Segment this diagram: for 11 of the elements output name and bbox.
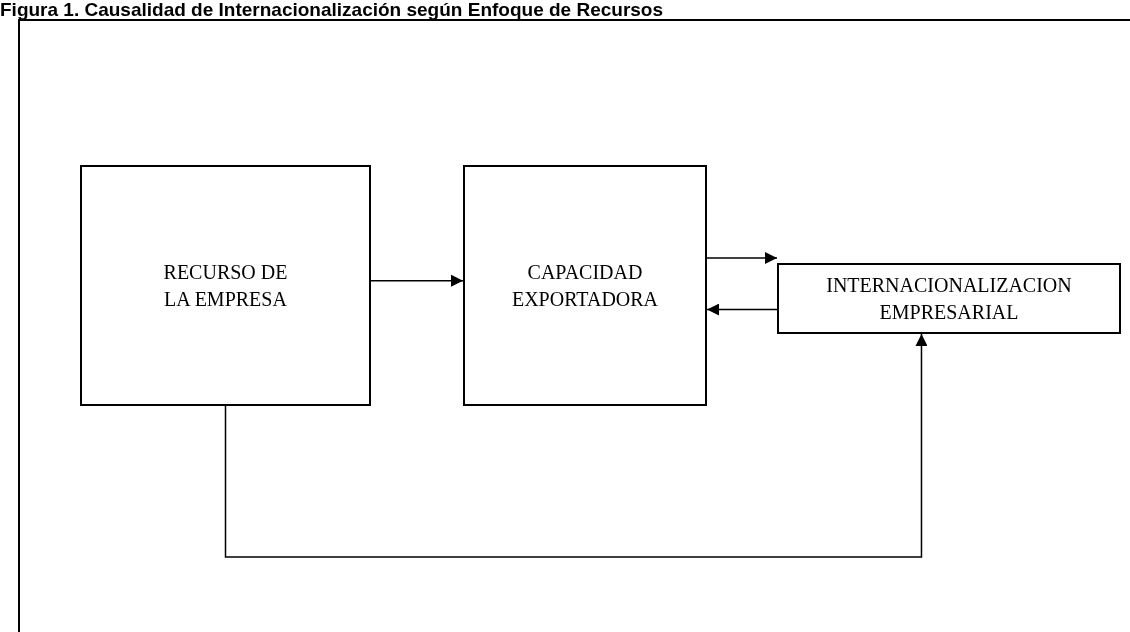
box-label: RECURSO DE LA EMPRESA: [162, 259, 289, 312]
arrow: [706, 252, 778, 264]
process-box: [777, 263, 1121, 334]
arrow: [706, 303, 778, 316]
arrow: [224, 333, 928, 558]
process-box: [80, 165, 371, 406]
arrow: [370, 274, 464, 287]
figure-title: Figura 1. Causalidad de Internacionalización según Enfoque de Recursos: [0, 0, 664, 20]
process-box: [463, 165, 707, 406]
box-label: CAPACIDAD EXPORTADORA: [510, 259, 660, 312]
box-label: INTERNACIONALIZACION EMPRESARIAL: [825, 272, 1073, 325]
